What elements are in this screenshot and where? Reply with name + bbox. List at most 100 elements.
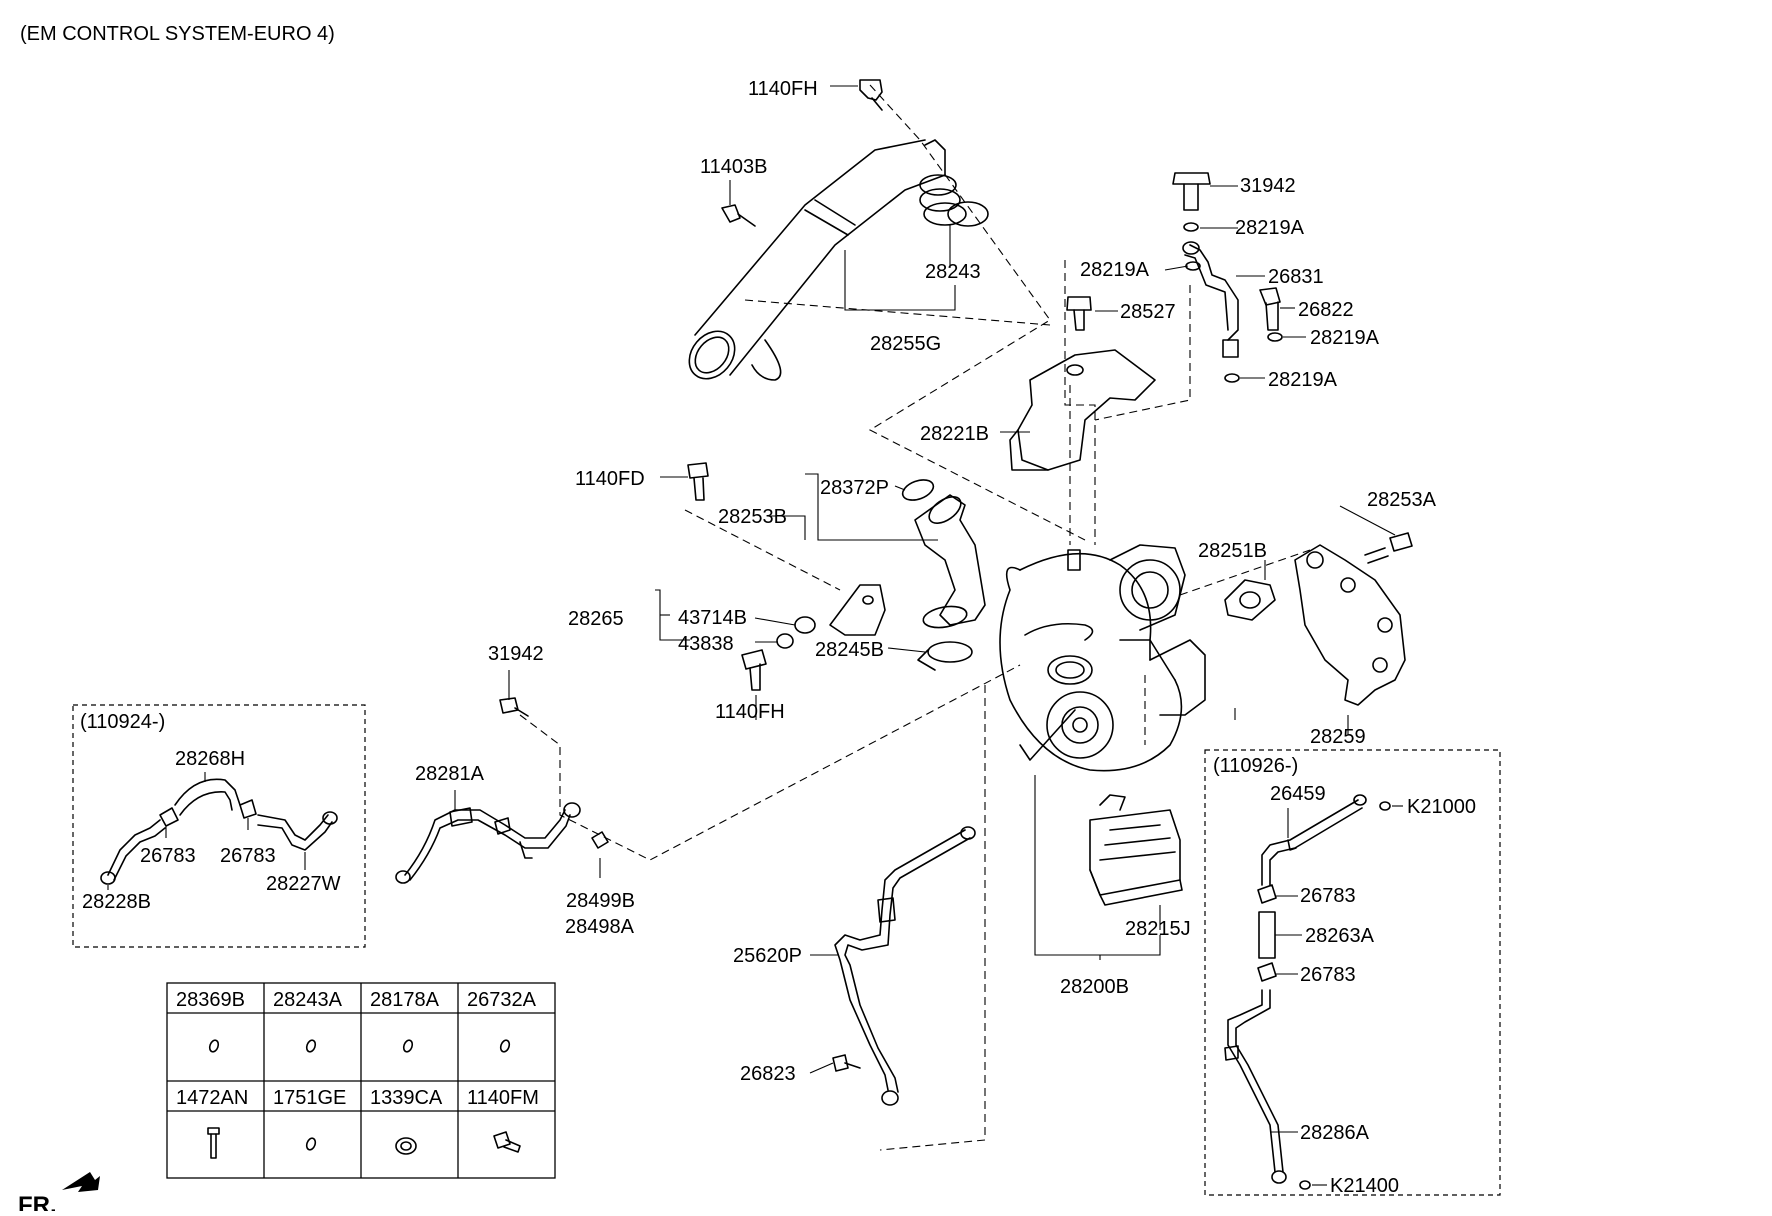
- washer-icon: [1224, 373, 1240, 383]
- hose-clamp-icon: [917, 641, 973, 671]
- label-26783-b: 26783: [220, 845, 276, 867]
- table-cell: 1140FM: [467, 1087, 539, 1109]
- label-28259: 28259: [1310, 726, 1366, 748]
- label-28253A: 28253A: [1367, 489, 1437, 511]
- label-28255G: 28255G: [870, 333, 941, 355]
- turbo-inlet-hose-part: [914, 494, 986, 629]
- table-cell: 1472AN: [176, 1087, 248, 1109]
- label-28200B: 28200B: [1060, 976, 1129, 998]
- oil-pipe-part: [395, 802, 581, 884]
- label-28243: 28243: [925, 261, 981, 283]
- clamp-icon: [591, 831, 609, 849]
- heat-shield-part: [1009, 349, 1156, 471]
- o-ring-icon: [947, 201, 989, 227]
- washer-icon: [776, 633, 794, 649]
- clamp-icon: [1257, 962, 1277, 982]
- spacer-icon: [794, 616, 816, 634]
- label-43714B: 43714B: [678, 607, 747, 629]
- table-cell: 28369B: [176, 989, 245, 1011]
- label-28221B: 28221B: [920, 423, 989, 445]
- label-28219A-3: 28219A: [1310, 327, 1380, 349]
- o-ring-icon: [402, 1039, 414, 1053]
- gasket-part: [1224, 579, 1276, 621]
- label-1140FH-mid: 1140FH: [715, 701, 785, 723]
- banjo-bolt-icon: [1172, 172, 1211, 211]
- label-K21400: K21400: [1330, 1175, 1399, 1197]
- label-28498A: 28498A: [565, 916, 635, 938]
- label-31942-mid: 31942: [488, 643, 544, 665]
- front-direction-label: FR.: [18, 1192, 57, 1211]
- o-ring-icon: [208, 1039, 220, 1053]
- oil-feed-pipe-part: [834, 826, 976, 1106]
- bolt-icon: [832, 1054, 861, 1072]
- label-K21000: K21000: [1407, 796, 1476, 818]
- label-26459: 26459: [1270, 783, 1326, 805]
- label-28372P: 28372P: [820, 477, 889, 499]
- inset-box-110924: (110924-) 28268H 26783 26783 28228B 2822…: [72, 704, 366, 948]
- label-28215J: 28215J: [1125, 918, 1191, 940]
- hose-part: [1258, 911, 1276, 959]
- label-26822: 26822: [1298, 299, 1354, 321]
- label-26831: 26831: [1268, 266, 1324, 288]
- label-1140FD: 1140FD: [575, 468, 645, 490]
- table-cell: 28243A: [273, 989, 343, 1011]
- label-28219A-2: 28219A: [1080, 259, 1150, 281]
- clamp-icon: [239, 799, 257, 819]
- table-cell: 26732A: [467, 989, 537, 1011]
- nut-icon: [1379, 801, 1391, 811]
- leader-lines: [454, 85, 1396, 1074]
- label-28227W: 28227W: [266, 873, 341, 895]
- label-28286A: 28286A: [1300, 1122, 1370, 1144]
- parts-table: 28369B 28243A 28178A 26732A 1472AN 1751G…: [166, 982, 556, 1179]
- o-ring-icon: [305, 1137, 317, 1151]
- label-43838: 43838: [678, 633, 734, 655]
- o-ring-icon: [901, 479, 935, 501]
- inset-date-label: (110924-): [80, 711, 165, 733]
- o-ring-icon: [305, 1039, 317, 1053]
- label-28499B: 28499B: [566, 890, 635, 912]
- label-11403B: 11403B: [700, 156, 767, 178]
- table-cell: 1339CA: [370, 1087, 443, 1109]
- label-28263A: 28263A: [1305, 925, 1375, 947]
- turbocharger-part: [999, 544, 1206, 772]
- oil-pipe-part: [1182, 241, 1239, 358]
- bolt-icon: [493, 1131, 521, 1153]
- bolt-icon: [1259, 287, 1281, 331]
- label-28527: 28527: [1120, 301, 1176, 323]
- clamp-icon: [159, 807, 179, 827]
- label-28219A-1: 28219A: [1235, 217, 1305, 239]
- label-25620P: 25620P: [733, 945, 802, 967]
- clamp-icon: [1257, 884, 1277, 904]
- bracket-part: [829, 584, 886, 636]
- label-26823: 26823: [740, 1063, 796, 1085]
- bolt-icon: [1364, 532, 1413, 564]
- label-28245B: 28245B: [815, 639, 884, 661]
- label-28219A-4: 28219A: [1268, 369, 1338, 391]
- grommet-icon: [395, 1137, 417, 1155]
- bolt-icon: [721, 204, 756, 227]
- label-28228B: 28228B: [82, 891, 151, 913]
- bolt-icon: [687, 462, 709, 501]
- label-28265: 28265: [568, 608, 624, 630]
- bolt-icon: [741, 649, 767, 691]
- label-28253B: 28253B: [718, 506, 787, 528]
- assembly-lines: [519, 84, 1311, 1151]
- inset-date-label: (110926-): [1213, 755, 1298, 777]
- nut-icon: [1299, 1180, 1311, 1190]
- inset-box-110926: (110926-) 26459 K21000 26783 28263A 2678…: [1204, 749, 1501, 1197]
- washer-icon: [1183, 222, 1199, 232]
- bolt-icon: [499, 697, 529, 717]
- intake-hose-part: [688, 139, 967, 381]
- label-31942-top: 31942: [1240, 175, 1296, 197]
- label-1140FH-top: 1140FH: [748, 78, 818, 100]
- label-26783-b: 26783: [1300, 964, 1356, 986]
- table-cell: 1751GE: [273, 1087, 346, 1109]
- label-28268H: 28268H: [175, 748, 245, 770]
- bolt-icon: [859, 79, 883, 111]
- table-cell: 28178A: [370, 989, 440, 1011]
- washer-icon: [1267, 332, 1283, 342]
- front-arrow-icon: [62, 1172, 100, 1192]
- actuator-part: [1089, 794, 1183, 906]
- diagram-title: (EM CONTROL SYSTEM-EURO 4): [20, 23, 335, 45]
